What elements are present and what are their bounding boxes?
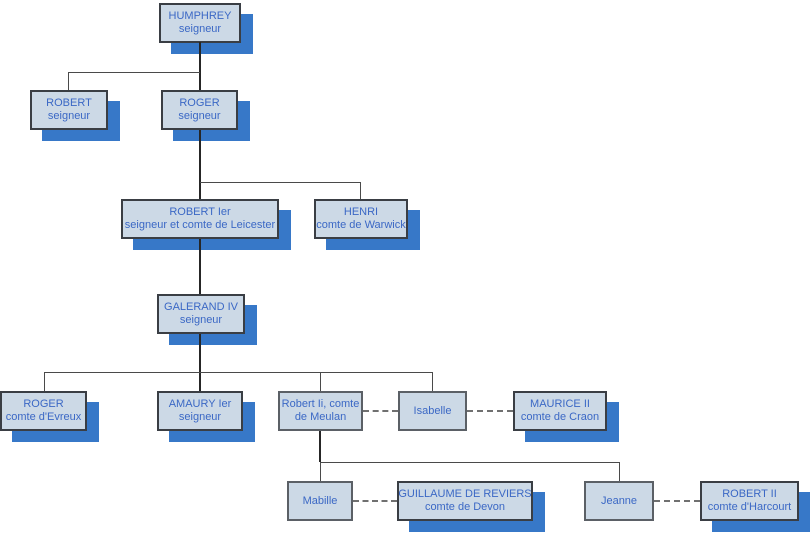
person-title: seigneur et comte de Leicester xyxy=(124,219,276,231)
person-name: Isabelle xyxy=(413,404,452,417)
tree-node-robert-ii-harcourt[interactable]: ROBERT II comte d'Harcourt xyxy=(700,481,799,521)
person-title: comte de Devon xyxy=(424,501,506,513)
person-title: seigneur xyxy=(178,23,222,35)
tree-node-henri[interactable]: HENRI comte de Warwick xyxy=(314,199,408,239)
connector-row5-split xyxy=(44,372,433,373)
tree-node-guillaume-reviers[interactable]: GUILLAUME DE REVIERS comte de Devon xyxy=(397,481,533,521)
connector-row3-split xyxy=(200,182,361,183)
person-name: HUMPHREY xyxy=(168,10,232,22)
person-name: HENRI xyxy=(343,206,379,218)
connector-galerand-down xyxy=(199,334,201,391)
tree-node-amaury-1er[interactable]: AMAURY Ier seigneur xyxy=(157,391,243,431)
connector-robert1er-down xyxy=(199,239,201,294)
tree-node-roger-evreux[interactable]: ROGER comte d'Evreux xyxy=(0,391,87,431)
person-title: seigneur xyxy=(178,411,222,423)
person-title: comte de Craon xyxy=(520,411,600,423)
tree-node-galerand-iv[interactable]: GALERAND IV seigneur xyxy=(157,294,245,334)
person-name: ROBERT xyxy=(46,97,92,109)
person-title: comte d'Evreux xyxy=(5,411,82,423)
dashed-meulan-isabelle xyxy=(363,410,398,412)
connector-row2-split xyxy=(68,72,200,73)
tree-node-humphrey[interactable]: HUMPHREY seigneur xyxy=(159,3,241,43)
connector-humphrey-down xyxy=(199,42,201,90)
person-title: comte de Warwick xyxy=(316,219,406,231)
person-name: Jeanne xyxy=(600,494,638,507)
tree-node-robert-1er[interactable]: ROBERT Ier seigneur et comte de Leiceste… xyxy=(121,199,279,239)
person-title: de Meulan xyxy=(294,411,347,423)
connector-drop-robert xyxy=(68,72,69,90)
person-name: Robert Ii, comte xyxy=(281,398,360,410)
person-title: seigneur xyxy=(179,314,223,326)
person-name: ROBERT Ier xyxy=(169,206,231,218)
person-title: comte d'Harcourt xyxy=(707,501,792,513)
connector-drop-henri xyxy=(360,182,361,199)
person-name: GALERAND IV xyxy=(164,301,238,313)
connector-roger-down xyxy=(199,130,201,199)
dashed-isabelle-maurice xyxy=(467,410,513,412)
connector-drop-roger-evreux xyxy=(44,372,45,391)
person-name: GUILLAUME DE REVIERS xyxy=(398,488,532,500)
person-name: ROBERT II xyxy=(722,488,777,500)
tree-node-robert-meulan[interactable]: Robert Ii, comte de Meulan xyxy=(278,391,363,431)
connector-drop-mabille xyxy=(320,462,321,481)
connector-drop-isabelle xyxy=(432,372,433,391)
person-name: Mabille xyxy=(302,494,338,507)
person-name: MAURICE II xyxy=(530,398,590,410)
connector-row6-split xyxy=(320,462,620,463)
person-title: seigneur xyxy=(47,110,91,122)
person-title: seigneur xyxy=(178,110,221,122)
dashed-jeanne-harcourt xyxy=(654,500,700,502)
tree-node-mabille[interactable]: Mabille xyxy=(287,481,353,521)
connector-drop-meulan xyxy=(320,372,321,391)
person-name: AMAURY Ier xyxy=(168,398,232,410)
tree-node-isabelle[interactable]: Isabelle xyxy=(398,391,467,431)
connector-meulan-down xyxy=(319,431,321,462)
connector-drop-jeanne xyxy=(619,462,620,481)
tree-node-maurice-ii[interactable]: MAURICE II comte de Craon xyxy=(513,391,607,431)
person-name: ROGER xyxy=(23,398,64,410)
tree-node-jeanne[interactable]: Jeanne xyxy=(584,481,654,521)
tree-node-roger[interactable]: ROGER seigneur xyxy=(161,90,238,130)
tree-node-robert[interactable]: ROBERT seigneur xyxy=(30,90,108,130)
dashed-mabille-guillaume xyxy=(353,500,397,502)
person-name: ROGER xyxy=(179,97,220,109)
